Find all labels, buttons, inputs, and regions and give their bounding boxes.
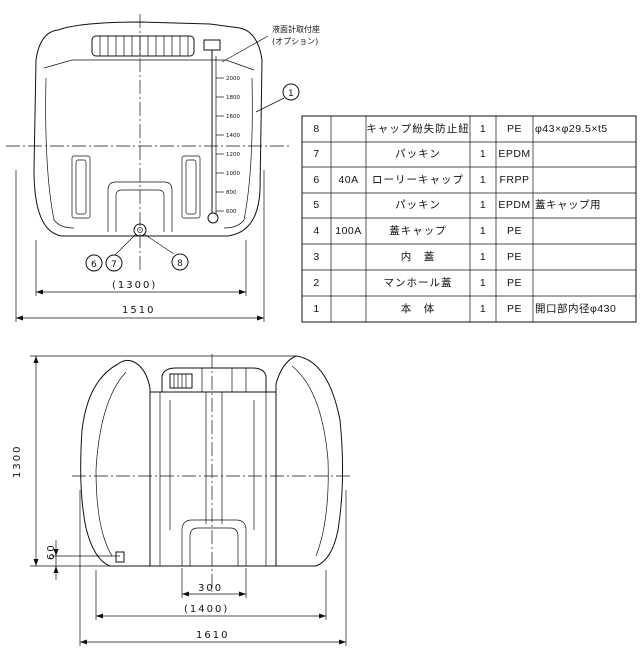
- table-cell-no: 4: [313, 225, 320, 237]
- table-cell-qty-note: [331, 296, 366, 322]
- table-cell-remark: [535, 244, 635, 270]
- table-cell-remark: [535, 270, 635, 296]
- dim-1400: (1400): [184, 604, 229, 615]
- table-cell-name: ローリーキャップ: [372, 174, 464, 186]
- table-cell-qty-note: [331, 193, 366, 218]
- balloon-8: [171, 253, 189, 271]
- table-cell-count: 1: [479, 251, 487, 263]
- gauge-tick-2: 1800: [226, 95, 240, 101]
- table-cell-count: 1: [479, 199, 487, 211]
- table-cell-material: EPDM: [498, 148, 531, 160]
- table-cell-material: PE: [506, 277, 522, 289]
- balloon-7-label: 7: [111, 260, 117, 270]
- table-cell-count: 1: [479, 277, 487, 289]
- table-cell-count: 1: [479, 174, 487, 186]
- side-body: [149, 391, 277, 567]
- balloon-1: [282, 83, 300, 101]
- table-cell-remark: 蓋キャップ用: [535, 199, 601, 211]
- dim-1300-top: (1300): [112, 280, 157, 291]
- balloon-7: [105, 254, 123, 272]
- gauge-label-2: (オプション): [272, 37, 318, 46]
- top-view: 2000 1800 1600 1400 1200 1000 800 600 液面…: [6, 14, 320, 322]
- table-cell-qty-note: [331, 116, 366, 142]
- table-cell-no: 3: [313, 251, 320, 263]
- table-cell-no: 1: [313, 303, 320, 315]
- table-cell-no: 5: [313, 199, 320, 211]
- gauge-tick-6: 1000: [226, 171, 240, 177]
- table-cell-name: マンホール蓋: [383, 277, 453, 289]
- table-cell-count: 1: [479, 123, 487, 135]
- table-cell-no: 6: [313, 174, 320, 186]
- table-cell-name: 蓋キャップ: [389, 225, 447, 237]
- table-cell-name: 本 体: [400, 303, 436, 315]
- gauge-tick-1: 2000: [226, 76, 240, 82]
- dim-60: 60: [46, 543, 57, 560]
- side-view: 1300 60 300 (1400) 1610: [12, 354, 352, 646]
- table-cell-material: FRPP: [499, 174, 530, 186]
- table-cell-remark: [535, 142, 635, 167]
- table-cell-name: パッキン: [395, 148, 441, 160]
- gauge-tick-8: 600: [226, 209, 237, 215]
- left-lobe: [80, 359, 151, 567]
- table-cell-remark: [535, 218, 635, 244]
- table-cell-no: 2: [313, 277, 320, 289]
- balloon-8-label: 8: [177, 259, 183, 269]
- dim-1610: 1610: [196, 630, 229, 641]
- table-cell-remark: 開口部内径φ430: [535, 303, 617, 315]
- table-cell-name: キャップ紛失防止紐: [366, 123, 470, 135]
- balloon-1-label: 1: [288, 89, 294, 99]
- table-cell-remark: [535, 167, 635, 193]
- table-cell-qty-note: 40A: [338, 174, 359, 186]
- table-cell-count: 1: [479, 225, 487, 237]
- table-cell-qty-note: 100A: [335, 225, 362, 237]
- balloon-6-label: 6: [91, 260, 97, 270]
- table-cell-material: PE: [506, 251, 522, 263]
- table-cell-material: EPDM: [498, 199, 531, 211]
- table-cell-qty-note: [331, 142, 366, 167]
- gauge-mount: [203, 39, 221, 51]
- parts-table: [301, 115, 637, 323]
- table-cell-no: 7: [313, 148, 320, 160]
- gauge-tick-3: 1600: [226, 114, 240, 120]
- balloon-6: [85, 254, 103, 272]
- dim-1510: 1510: [122, 305, 155, 316]
- side-drain: [115, 551, 125, 563]
- table-cell-qty-note: [331, 244, 366, 270]
- gauge-tick-4: 1400: [226, 133, 240, 139]
- table-cell-no: 8: [313, 123, 320, 135]
- gauge-tick-5: 1200: [226, 152, 240, 158]
- table-cell-material: PE: [506, 303, 522, 315]
- gauge-label-1: 液面計取付座: [272, 24, 320, 34]
- dim-300: 300: [198, 583, 223, 594]
- table-cell-qty-note: [331, 270, 366, 296]
- table-cell-material: PE: [506, 123, 522, 135]
- table-cell-material: PE: [506, 225, 522, 237]
- gauge-tick-7: 800: [226, 190, 237, 196]
- side-cap: [169, 373, 193, 389]
- right-lobe: [275, 355, 344, 567]
- manhole-lid: [91, 35, 195, 57]
- tank-outline: [33, 21, 263, 237]
- table-cell-name: パッキン: [395, 199, 441, 211]
- dim-1300-side: 1300: [12, 445, 23, 478]
- table-cell-name: 内 蓋: [400, 251, 436, 263]
- table-cell-count: 1: [479, 303, 487, 315]
- table-cell-remark: φ43×φ29.5×t5: [535, 123, 608, 135]
- table-cell-count: 1: [479, 148, 487, 160]
